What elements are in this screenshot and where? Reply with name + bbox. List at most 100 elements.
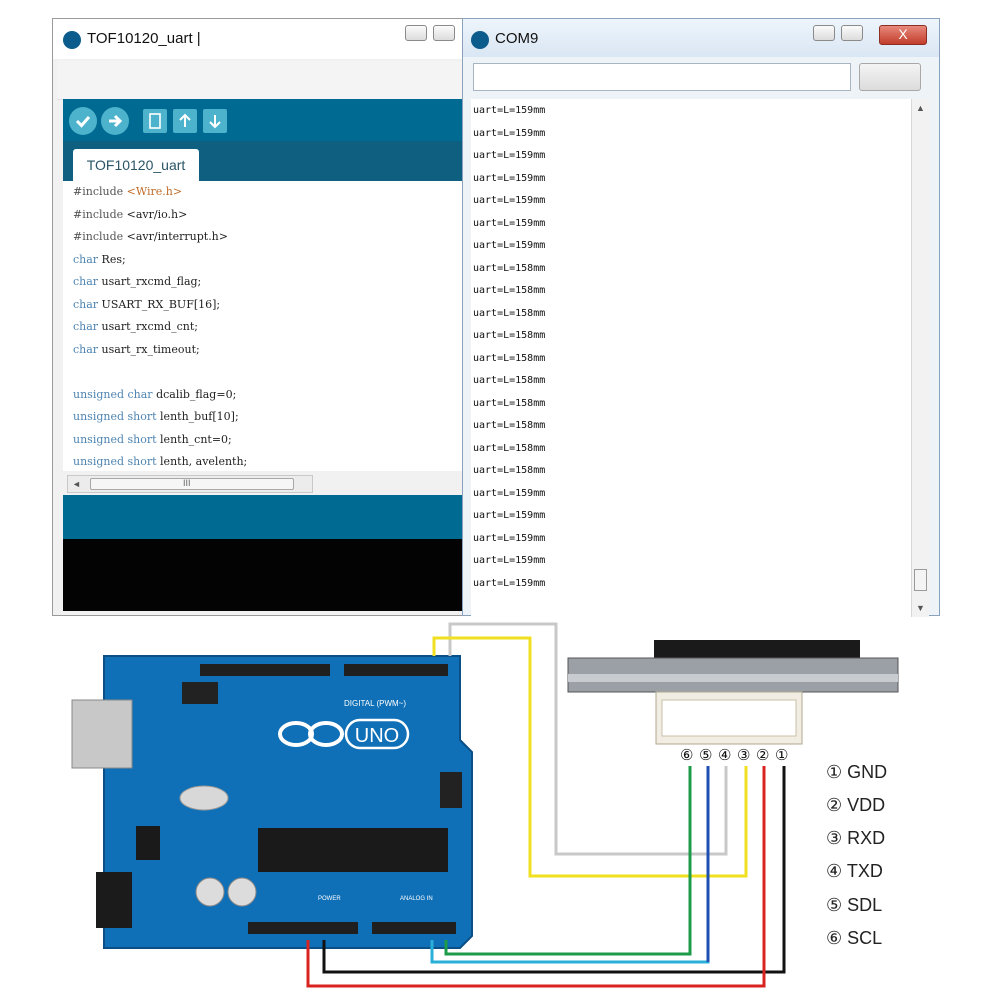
legend-name: TXD [846,861,883,881]
code-line: char usart_rx_timeout; [73,343,200,356]
scroll-thumb[interactable] [914,569,927,591]
scroll-left-icon[interactable]: ◄ [72,479,81,489]
file-icon [149,113,161,129]
serial-output-line: uart=L=158mm [473,262,546,274]
vertical-scrollbar[interactable]: ▲ ▼ [911,99,929,617]
code-token: dcalib_flag=0; [152,387,237,401]
code-token: lenth_buf[10]; [156,410,239,423]
legend-num: ① [826,762,843,782]
header-strip [200,664,330,676]
legend-num: ③ [826,828,843,848]
code-line: #include <Wire.h> [73,185,182,198]
scroll-down-icon[interactable]: ▼ [916,603,925,613]
code-editor[interactable]: #include <Wire.h> #include <avr/io.h>#inc… [63,181,471,471]
code-line: char usart_rxcmd_cnt; [73,320,198,333]
serial-output-line: uart=L=158mm [473,465,546,476]
code-token: unsigned short [73,410,157,423]
serial-output-line: uart=L=158mm [473,420,546,431]
serial-output-line: uart=L=158mm [473,442,546,454]
pin-number: ③ [737,747,751,764]
serial-output: uart=L=159mm uart=L=159mm uart=L=159mm uart… [471,99,911,617]
serial-send-input[interactable] [473,63,851,91]
header-strip [344,664,448,676]
code-token: unsigned short [73,432,157,446]
legend-name: GND [847,762,888,782]
send-button[interactable] [859,63,921,91]
serial-output-line: uart=L=159mm [473,532,546,544]
minimize-icon[interactable] [405,25,427,41]
wire-gnd [322,766,786,974]
code-token: char [73,252,99,266]
serial-output-line: uart=L=159mm [473,240,546,251]
legend-item: ⑤ SDL [826,895,882,916]
serial-output-line: uart=L=159mm [473,150,546,161]
ide-title-bar: TOF10120_uart | [53,19,469,59]
verify-button[interactable] [69,107,97,135]
serial-output-line: uart=L=158mm [473,330,546,341]
wire-rxd [432,636,748,878]
arduino-ide-window: TOF10120_uart | TOF10120_uart #include <… [52,18,471,616]
pin-number: ⑤ [699,747,713,764]
code-token: lenth_cnt=0; [156,432,232,446]
serial-output-line: uart=L=159mm [473,105,546,116]
com-window-title: COM9 [495,30,539,47]
arrow-right-icon [109,114,123,128]
code-token: char [73,275,99,288]
legend-item: ④ TXD [826,861,883,882]
open-sketch-button[interactable] [173,109,197,133]
code-token: usart_rx_timeout; [98,342,200,356]
scroll-up-icon[interactable]: ▲ [916,103,925,113]
usb-connector [71,699,133,769]
chip [136,826,160,860]
code-line: char Res; [73,253,126,266]
new-sketch-button[interactable] [143,109,167,133]
power-jack [96,872,132,928]
icsp-header [182,682,218,704]
ide-status-bar [63,495,471,539]
upload-button[interactable] [101,107,129,135]
serial-output-line: uart=L=158mm [473,285,546,296]
wire-vdd [306,766,766,988]
serial-output-line: uart=L=158mm [473,352,546,364]
code-token: unsigned char [73,387,153,401]
pin-number: ① [775,747,789,764]
legend-name: RXD [847,828,886,848]
pin-number: ⑥ [680,747,694,764]
code-token: lenth, avelenth; [156,455,248,468]
serial-output-line: uart=L=158mm [473,307,546,319]
horizontal-scrollbar[interactable]: ◄ III [67,475,313,493]
code-token: char [73,342,99,356]
legend-name: SDL [847,895,883,915]
crystal [179,785,229,811]
legend-item: ⑥ SCL [826,928,882,949]
code-line: unsigned short lenth_buf[10]; [73,410,239,423]
serial-output-line: uart=L=158mm [473,397,546,409]
save-sketch-button[interactable] [203,109,227,133]
maximize-icon[interactable] [841,25,863,41]
wiring-diagram: UNO DIGITAL (PWM~) POWER ANALOG IN [71,622,899,988]
legend-num: ② [826,795,843,815]
scroll-thumb[interactable]: III [90,478,294,490]
legend-name: VDD [847,795,886,815]
minimize-icon[interactable] [813,25,835,41]
legend-item: ③ RXD [826,828,885,849]
legend-num: ⑤ [826,895,843,915]
serial-output-line: uart=L=159mm [473,217,546,229]
code-token: Res; [98,252,126,266]
legend-num: ⑥ [826,928,843,948]
pin-number: ④ [718,747,732,764]
digital-label: DIGITAL (PWM~) [344,699,406,708]
code-line: #include <avr/io.h> [73,208,187,221]
code-line: unsigned short lenth_cnt=0; [73,433,232,446]
code-token: <avr/interrupt.h> [126,230,228,243]
code-token: usart_rxcmd_cnt; [98,320,198,333]
arduino-logo-icon [63,31,81,49]
maximize-icon[interactable] [433,25,455,41]
board-label: UNO [355,725,399,747]
close-button[interactable]: X [879,25,927,45]
code-token: char [73,297,99,311]
arduino-logo-icon: UNO [278,718,410,750]
code-token: #include [73,207,127,221]
code-token: usart_rxcmd_flag; [98,275,202,288]
tab-tof10120-uart[interactable]: TOF10120_uart [73,149,199,181]
